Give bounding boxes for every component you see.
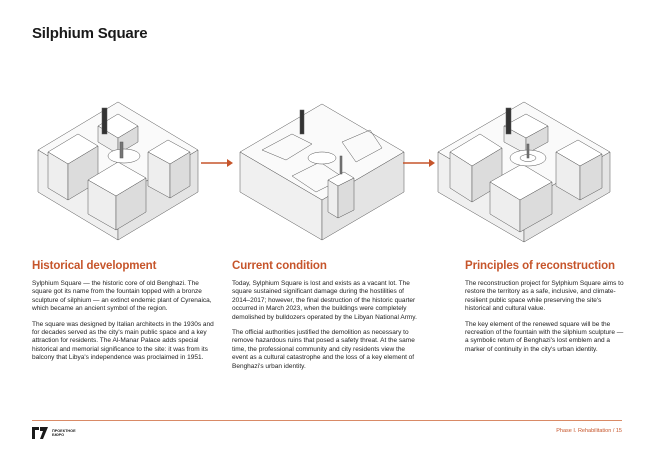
arrow-right-icon <box>201 159 233 167</box>
section-heading: Historical development <box>32 260 157 272</box>
section-historical-development: Historical development Sylphium Square —… <box>32 260 217 370</box>
section-heading: Current condition <box>232 260 327 272</box>
diagram-current <box>232 90 410 250</box>
section-principles-of-reconstruction: Principles of reconstruction The reconst… <box>465 260 625 361</box>
company-logo-icon <box>32 427 48 439</box>
company-logo: ПРОЕКТНОЕ БЮРО <box>32 427 76 439</box>
section-current-condition: Current condition Today, Sylphium Square… <box>232 260 417 378</box>
section-paragraph: The reconstruction project for Sylphium … <box>465 280 624 313</box>
section-paragraph: Sylphium Square — the historic core of o… <box>32 280 212 313</box>
logo-text-line: ПРОЕКТНОЕ <box>52 428 76 433</box>
section-paragraph: The key element of the renewed square wi… <box>465 320 624 353</box>
footer-divider <box>32 420 622 421</box>
page-info: Phase I. Rehabilitation / 15 <box>556 428 622 434</box>
section-heading: Principles of reconstruction <box>465 260 615 272</box>
logo-text: ПРОЕКТНОЕ БЮРО <box>52 429 76 438</box>
diagram-reconstruction <box>432 90 614 250</box>
section-paragraph: Today, Sylphium Square is lost and exist… <box>232 280 417 321</box>
diagram-historical <box>28 90 206 250</box>
section-paragraph: The square was designed by Italian archi… <box>32 320 214 362</box>
page-title: Silphium Square <box>32 25 148 42</box>
section-paragraph: The official authorities justified the d… <box>232 329 415 370</box>
arrow-right-icon <box>403 159 435 167</box>
logo-text-line: БЮРО <box>52 433 65 437</box>
